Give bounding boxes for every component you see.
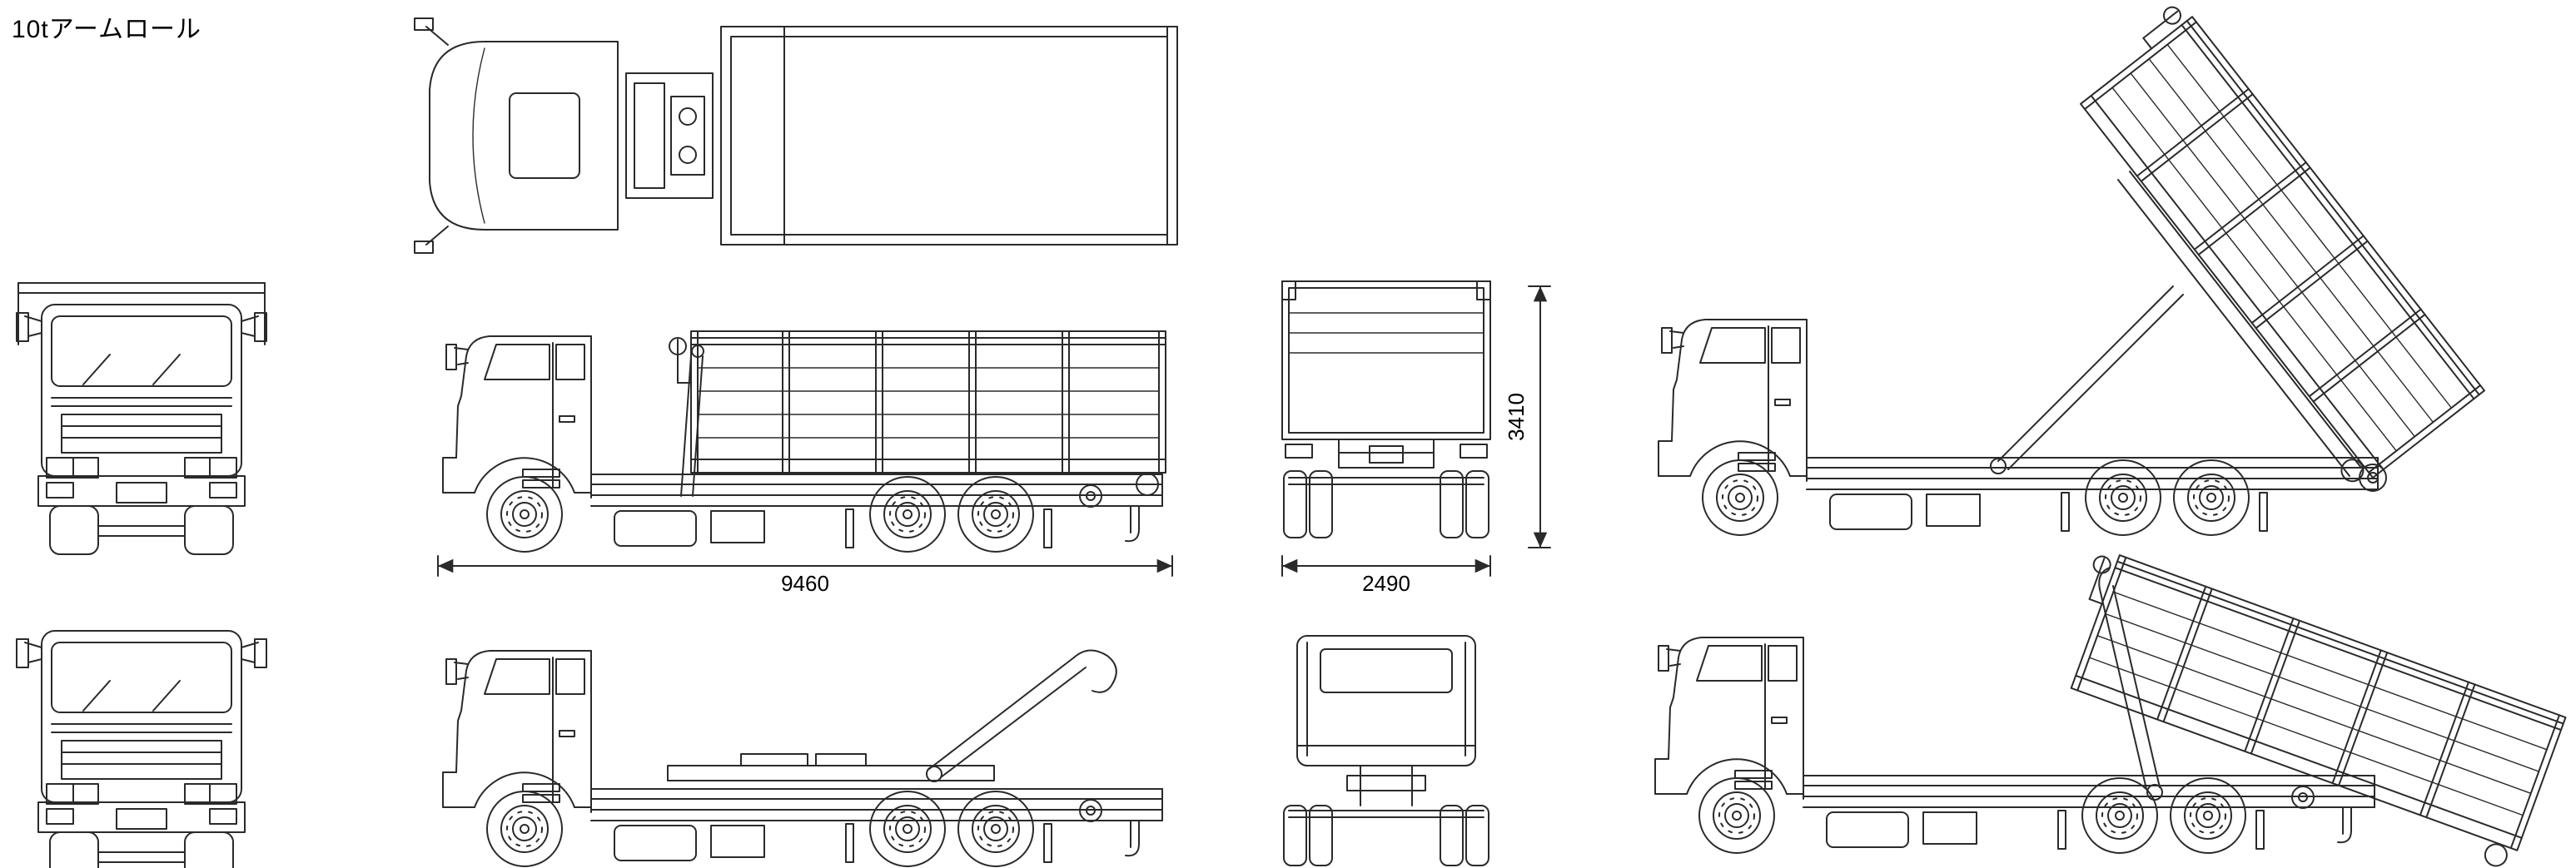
- truck-chassis: [443, 651, 1162, 866]
- rear-view-cab: [1283, 635, 1489, 866]
- truck-chassis: [443, 336, 1162, 552]
- side-view-loaded: [425, 330, 1166, 553]
- dump-view-raised: [1640, 0, 2485, 553]
- length-dimension-value: 9460: [781, 571, 829, 596]
- drawing-title: 10tアームロール: [12, 16, 202, 43]
- height-dimension: 3410: [1504, 285, 1551, 548]
- lift-hook: [2098, 567, 2111, 590]
- cab-front: [16, 630, 267, 868]
- width-dimension-value: 2490: [1362, 571, 1410, 596]
- front-view: [16, 630, 267, 868]
- cab-front: [16, 304, 267, 555]
- width-dimension: 2490: [1281, 555, 1491, 596]
- length-dimension: 9460: [437, 555, 1173, 596]
- roll-container: [669, 330, 1166, 496]
- roll-container-tilted: [2048, 0, 2485, 493]
- top-view: [414, 17, 1178, 254]
- rear-view-loaded: [1281, 280, 1491, 538]
- tail-roller: [1079, 799, 1140, 857]
- lift-hook: [1073, 649, 1117, 693]
- height-dimension-value: 3410: [1504, 393, 1529, 441]
- dump-view-partial: [1637, 547, 2567, 868]
- side-view-unloaded: [425, 649, 1186, 867]
- front-view-loaded: [16, 282, 267, 555]
